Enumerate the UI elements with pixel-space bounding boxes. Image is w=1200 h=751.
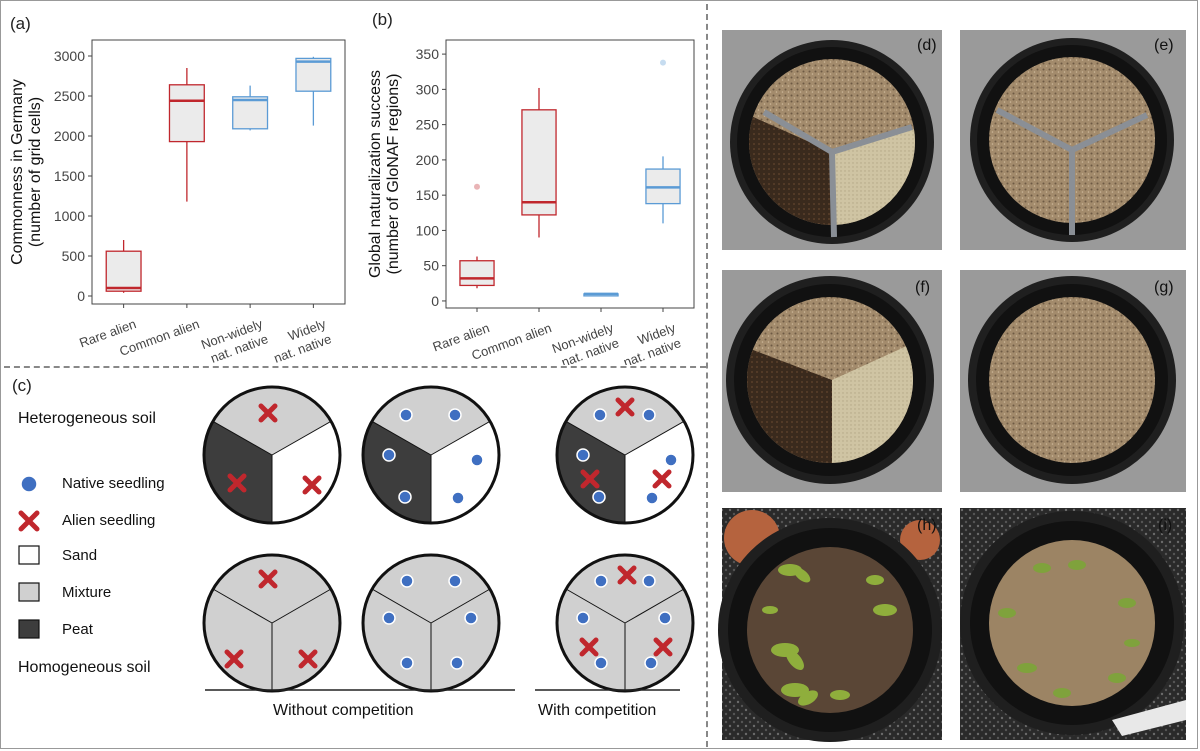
photo-e [960,30,1186,250]
box [232,96,269,130]
y-axis-label: Global naturalization success [367,70,384,278]
box [459,260,495,287]
panel-label-a: (a) [10,14,31,33]
y-tick-label: 300 [416,81,440,97]
y-tick-label: 500 [62,248,86,264]
pot-homogeneous-native [361,553,501,693]
photo-grid [718,30,1186,742]
panel-label-g: (g) [1154,279,1174,296]
y-tick-label: 50 [423,258,439,274]
legend-peat: Peat [62,621,93,638]
pot-heterogeneous-competition [555,385,695,525]
alien-seedling-icon [18,510,40,532]
panel-label-e: (e) [1154,37,1174,54]
panel-label-d: (d) [917,37,937,54]
outlier [474,183,480,190]
y-tick-label: 2000 [54,128,85,144]
homogeneous-soil-label: Homogeneous soil [18,659,151,676]
pot-heterogeneous-native [361,385,501,525]
peat-swatch [18,619,40,639]
panel-label-f: (f) [915,279,931,296]
with-competition-label: With competition [538,702,657,719]
y-tick-label: 1000 [54,208,85,224]
photo-g [960,270,1186,492]
y-tick-label: 1500 [54,168,85,184]
box [105,250,142,292]
pot-diagrams [202,385,695,693]
panel-label-b: (b) [372,10,393,29]
vertical-divider [706,4,708,747]
y-tick-label: 350 [416,46,440,62]
pot-homogeneous-competition [555,553,695,693]
legend-symbols [18,475,40,639]
legend-native: Native seedling [62,475,165,492]
y-axis-label: (number of GloNAF regions) [385,74,402,275]
y-tick-label: 0 [77,288,85,304]
panel-label-h: (h) [917,517,937,534]
y-tick-label: 150 [416,187,440,203]
legend-alien: Alien seedling [62,512,156,529]
y-axis-label: (number of grid cells) [27,97,44,247]
y-axis-label: Commonness in Germany [9,79,26,265]
box [521,109,557,216]
outlier [660,59,666,66]
photo-f [722,270,942,492]
box [168,84,205,143]
y-tick-label: 3000 [54,48,85,64]
sand-swatch [18,545,40,565]
panel-label-c: (c) [12,376,32,395]
without-competition-label: Without competition [273,702,414,719]
mixture-swatch [18,582,40,602]
y-tick-label: 100 [416,222,440,238]
y-tick-label: 0 [431,293,439,309]
legend-mixture: Mixture [62,584,112,601]
legend-sand: Sand [62,547,98,564]
y-tick-label: 200 [416,152,440,168]
y-tick-label: 2500 [54,88,85,104]
photo-h [718,508,942,742]
horizontal-divider [4,366,706,368]
pot-homogeneous-alien [202,553,342,693]
panel-label-i: (i) [1158,517,1173,534]
y-tick-label: 250 [416,117,440,133]
photo-d [722,30,942,250]
photo-i [960,508,1186,740]
box [295,57,332,92]
native-seedling-icon [20,475,38,493]
heterogeneous-soil-label: Heterogeneous soil [18,410,156,427]
pot-heterogeneous-alien [202,385,342,525]
